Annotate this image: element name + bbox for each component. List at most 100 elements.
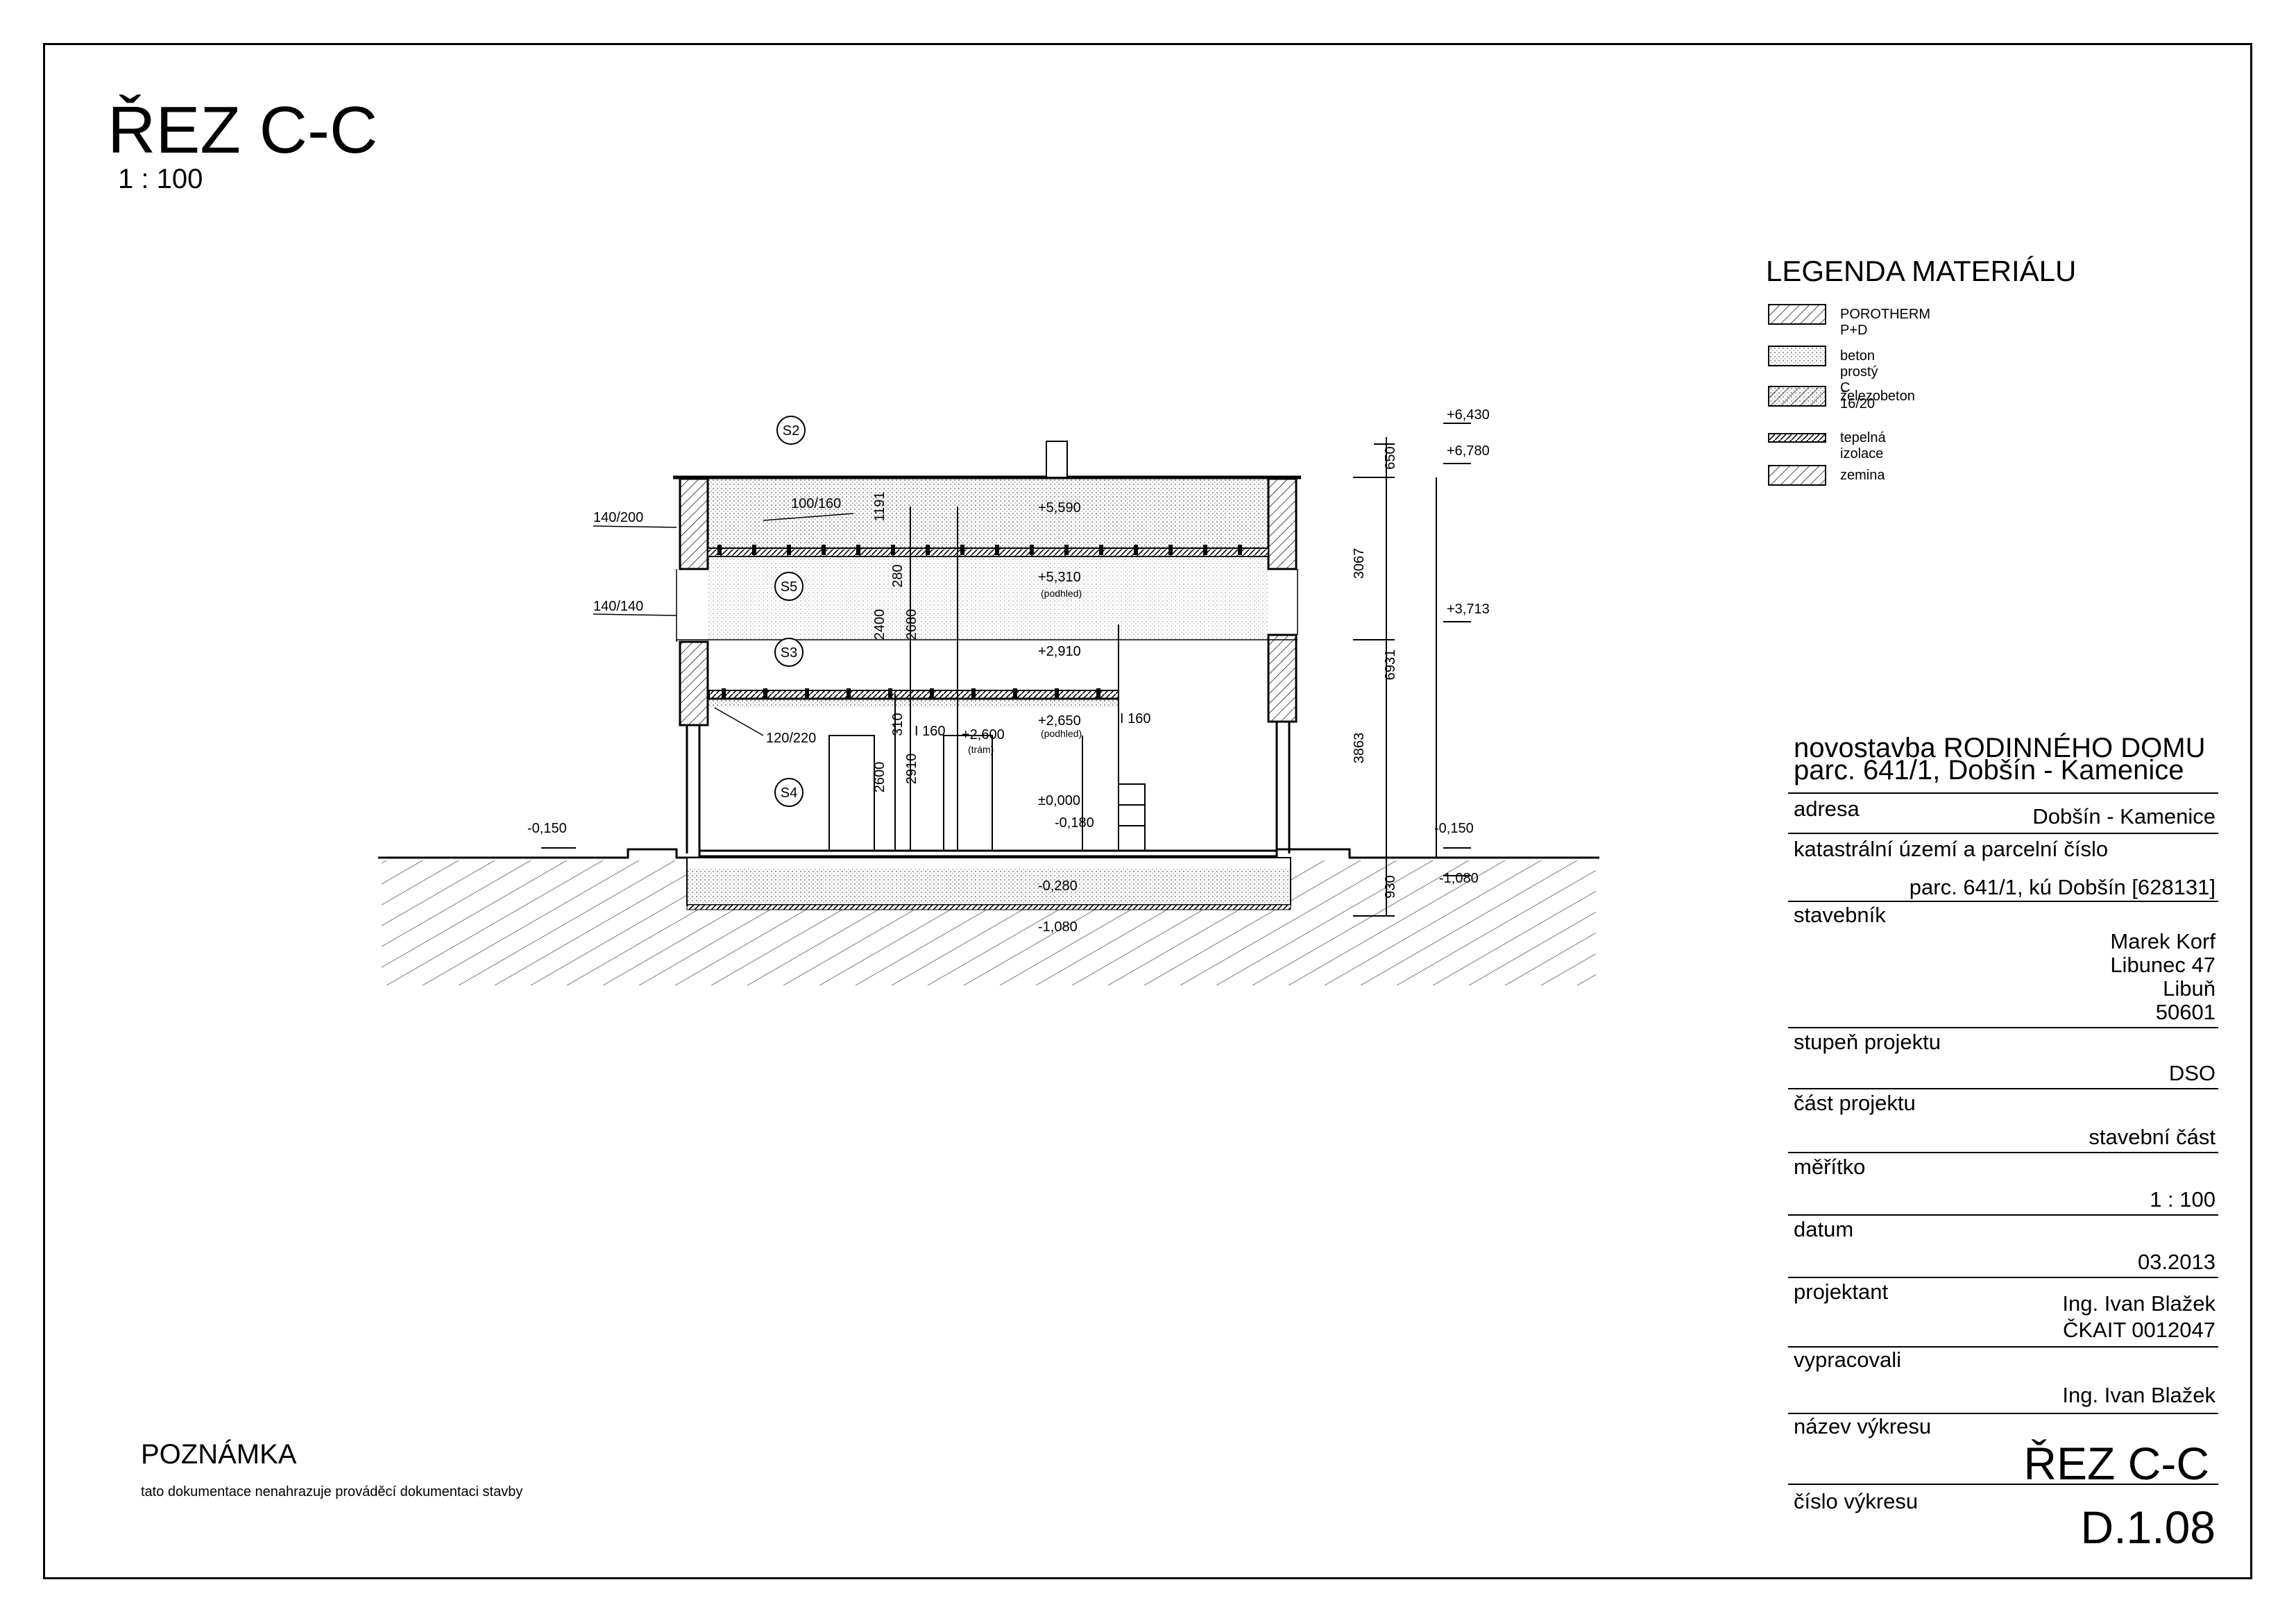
interior <box>828 624 1146 851</box>
elevation-notes: (podhled) (podhled) (trám) <box>968 588 1082 755</box>
marker-s5-label: S5 <box>781 579 797 595</box>
drawing-frame <box>43 43 2252 1579</box>
roof-structure <box>673 441 1301 858</box>
profile-100-160: 100/160 <box>791 496 841 511</box>
marker-s5 <box>774 572 803 601</box>
divider <box>1788 1413 2218 1414</box>
marker-s3-label: S3 <box>781 645 797 661</box>
note-podhled-1: (podhled) <box>1041 588 1082 599</box>
date-label: datum <box>1794 1217 1854 1241</box>
dim-6931: 6931 <box>1383 649 1398 681</box>
dimension-labels: 650 3067 6931 3863 930 1191 280 2400 268… <box>872 446 1398 898</box>
marker-s3 <box>774 638 803 667</box>
drawing-title: ŘEZ C-C <box>108 93 378 167</box>
dim-2680: 2680 <box>904 609 919 640</box>
elevation-2600: +2,600 <box>962 727 1005 742</box>
marker-s4-label: S4 <box>781 785 797 801</box>
drawing-name-value: ŘEZ C-C <box>2023 1438 2209 1489</box>
scale-value: 1 : 100 <box>2150 1187 2216 1212</box>
divider <box>1788 901 2218 902</box>
dim-1191: 1191 <box>872 491 887 521</box>
elevation-m0180: -0,180 <box>1055 815 1094 831</box>
legend-title: LEGENDA MATERIÁLU <box>1766 255 2077 287</box>
designer-id: ČKAIT 0012047 <box>2062 1318 2216 1342</box>
dim-310: 310 <box>890 713 905 736</box>
note-tram: (trám) <box>968 744 994 755</box>
divider <box>1788 833 2218 834</box>
reinforced-concrete-swatch-icon <box>1768 386 1826 407</box>
note-podhled-2: (podhled) <box>1041 728 1082 739</box>
stage-value: DSO <box>2168 1061 2216 1085</box>
soil-swatch-icon <box>1768 465 1826 486</box>
divider <box>1788 1277 2218 1278</box>
elevation-2910: +2,910 <box>1038 644 1081 659</box>
marker-s4 <box>774 778 803 807</box>
roof-joists <box>717 545 1242 699</box>
drawing-scale: 1 : 100 <box>118 164 203 194</box>
legend-label: zemina <box>1840 468 1885 483</box>
builder-town: Libuň <box>2163 976 2216 1001</box>
elevation-labels: +6,430 +6,780 +3,713 +5,590 +5,310 +2,91… <box>527 407 1490 935</box>
divider <box>1788 1088 2218 1089</box>
dim-2910: 2910 <box>904 754 919 785</box>
builder-name: Marek Korf <box>2110 929 2216 953</box>
elevation-3713: +3,713 <box>1447 602 1490 617</box>
divider <box>1788 1346 2218 1348</box>
legend-label: POROTHERM P+D <box>1840 307 1930 338</box>
leader-lines <box>593 513 854 736</box>
project-line-2: parc. 641/1, Dobšín - Kamenice <box>1794 755 2184 785</box>
designer-name: Ing. Ivan Blažek <box>2062 1291 2216 1316</box>
divider <box>1788 1152 2218 1153</box>
ground <box>378 848 1599 985</box>
stage-label: stupeň projektu <box>1794 1030 1941 1054</box>
designer-label: projektant <box>1794 1280 1889 1304</box>
address-label: adresa <box>1794 797 1860 821</box>
prepared-label: vypracovali <box>1794 1348 1902 1372</box>
insulation-swatch-icon <box>1768 433 1826 443</box>
dim-3067: 3067 <box>1352 548 1367 579</box>
elevation-m1080-b: -1,080 <box>1439 871 1479 886</box>
elevation-5590: +5,590 <box>1038 500 1081 516</box>
legend-label: tepelná izolace <box>1840 430 1886 461</box>
profile-labels: 100/160 140/200 140/140 120/220 I 160 I … <box>593 496 1150 746</box>
drawing-number-value: D.1.08 <box>2080 1502 2216 1553</box>
part-label: část projektu <box>1794 1091 1916 1115</box>
dim-930: 930 <box>1383 875 1398 898</box>
builder-street: Libunec 47 <box>2110 953 2216 977</box>
note-title: POZNÁMKA <box>141 1439 297 1470</box>
dimension-lines <box>541 423 1471 917</box>
legend-label: beton prostý C 16/20 <box>1840 348 1878 411</box>
address-value: Dobšín - Kamenice <box>2032 804 2216 829</box>
section-markers <box>774 416 806 807</box>
note-text: tato dokumentace nenahrazuje prováděcí d… <box>141 1484 523 1499</box>
elevation-m0150-b: -0,150 <box>1434 821 1474 836</box>
dim-650: 650 <box>1383 446 1398 469</box>
cadastre-label: katastrální území a parcelní číslo <box>1794 837 2109 861</box>
dim-2600: 2600 <box>872 762 887 793</box>
dim-280: 280 <box>890 564 905 587</box>
concrete-swatch-icon <box>1768 346 1826 366</box>
dim-3863: 3863 <box>1352 733 1367 764</box>
prepared-value: Ing. Ivan Blažek <box>2062 1383 2216 1407</box>
profile-140-140: 140/140 <box>593 599 643 614</box>
drawing-number-label: číslo výkresu <box>1794 1489 1919 1513</box>
builder-zip: 50601 <box>2155 1000 2216 1024</box>
cadastre-value: parc. 641/1, kú Dobšín [628131] <box>1909 875 2216 899</box>
scale-label: měřítko <box>1794 1155 1866 1179</box>
divider <box>1788 1484 2218 1485</box>
profile-120-220: 120/220 <box>766 731 816 746</box>
elevation-6780: +6,780 <box>1447 443 1490 459</box>
elevation-m1080-a: -1,080 <box>1038 919 1078 935</box>
marker-s2 <box>776 416 806 445</box>
drawing-name-label: název výkresu <box>1794 1414 1932 1438</box>
date-value: 03.2013 <box>2137 1250 2216 1274</box>
part-value: stavební část <box>2089 1125 2216 1149</box>
divider <box>1788 1214 2218 1216</box>
profile-i160-b: I 160 <box>1120 711 1150 726</box>
elevation-0000: ±0,000 <box>1038 793 1080 808</box>
elevation-6430: +6,430 <box>1447 407 1490 423</box>
elevation-m0280: -0,280 <box>1038 878 1078 894</box>
profile-i160-a: I 160 <box>915 724 945 739</box>
project-line-1: novostavba RODINNÉHO DOMU <box>1794 733 2206 763</box>
